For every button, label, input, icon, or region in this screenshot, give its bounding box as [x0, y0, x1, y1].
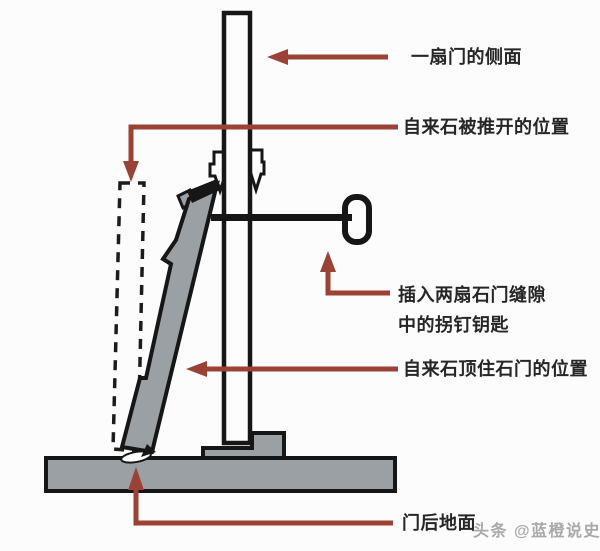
prop-stone-cap — [187, 179, 222, 203]
arrowhead-key — [320, 251, 336, 272]
arrow-line-stone-pushed — [128, 124, 398, 162]
arrow-line-key — [325, 271, 390, 296]
ground-slab — [44, 456, 397, 493]
arrowhead-ground — [128, 467, 144, 490]
prop-stone — [119, 180, 220, 455]
arrowhead-stone-pushed — [123, 161, 139, 182]
stone-door — [221, 10, 253, 446]
arrow-line-ground — [133, 489, 393, 526]
label-ground: 门后地面 — [402, 513, 476, 533]
key-handle-icon — [342, 194, 372, 245]
arrowhead-door-side — [267, 49, 288, 65]
key-rod — [211, 214, 352, 221]
label-key: 插入两扇石门缝隙 中的拐钉钥匙 — [398, 280, 546, 340]
label-key-line1: 插入两扇石门缝隙 — [398, 285, 546, 305]
label-door-side: 一扇门的侧面 — [411, 47, 522, 67]
callout-arrowheads — [123, 49, 336, 490]
label-stone-pushed-open: 自来石被推开的位置 — [403, 117, 570, 137]
label-stone-propping: 自来石顶住石门的位置 — [403, 359, 588, 379]
arrowhead-stone-propping — [186, 361, 207, 377]
watermark-toutiao: 头条 @蓝橙说史 — [473, 523, 600, 540]
callout-arrows — [128, 54, 398, 526]
label-key-line2: 中的拐钉钥匙 — [398, 315, 509, 335]
stone-foot-tip — [141, 444, 156, 457]
